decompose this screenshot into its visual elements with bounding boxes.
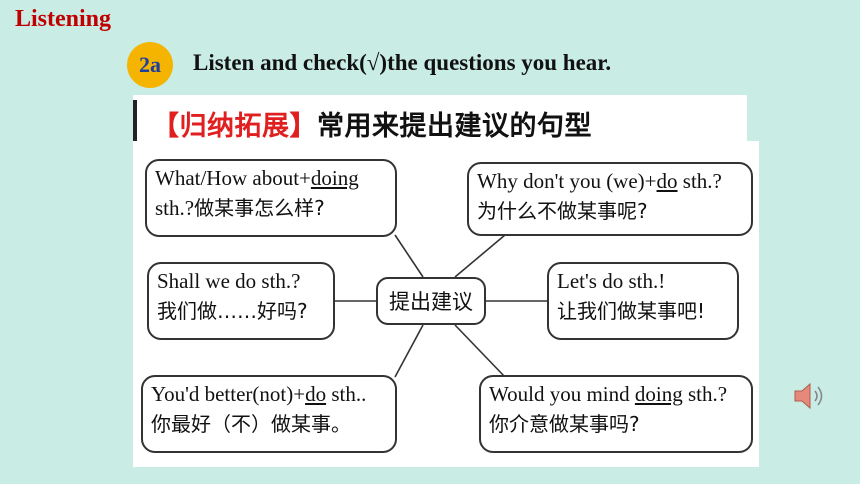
section-title: Listening <box>15 6 112 32</box>
node-text: sth.? <box>682 382 728 406</box>
node-had-better: You'd better(not)+do sth.. 你最好（不）做某事。 <box>141 375 397 453</box>
node-why-dont-you: Why don't you (we)+do sth.? 为什么不做某事呢? <box>467 162 753 236</box>
node-text: Why don't you (we)+ <box>477 169 657 193</box>
connector-lines <box>334 234 547 378</box>
heading-bracket-label: 【归纳拓展】 <box>152 111 317 142</box>
node-text: You'd better(not)+ <box>151 382 306 406</box>
node-what-how-about: What/How about+doing sth.?做某事怎么样? <box>145 159 397 237</box>
node-text: Shall we do sth.? <box>157 269 301 293</box>
heading-title: 【归纳拓展】常用来提出建议的句型 <box>152 104 592 143</box>
node-lets: Let's do sth.! 让我们做某事吧! <box>547 262 739 340</box>
node-text: What/How about+ <box>155 166 311 190</box>
speaker-icon[interactable] <box>792 380 828 412</box>
heading-main-text: 常用来提出建议的句型 <box>317 111 592 142</box>
node-text: sth.? <box>155 196 195 220</box>
activity-instruction: Listen and check(√)the questions you hea… <box>193 50 612 75</box>
mind-map-diagram: What/How about+doing sth.?做某事怎么样? Shall … <box>133 141 759 467</box>
node-text: Would you mind <box>489 382 635 406</box>
connector-top-right <box>454 234 506 278</box>
node-chinese: 为什么不做某事呢? <box>477 199 648 223</box>
connector-top-left <box>394 234 424 278</box>
node-chinese: 让我们做某事吧! <box>557 299 706 323</box>
node-chinese: 我们做……好吗? <box>157 299 308 323</box>
connector-bot-right <box>454 324 506 378</box>
node-chinese: 做某事怎么样? <box>194 196 325 220</box>
heading-strip <box>133 95 747 141</box>
heading-divider <box>133 100 137 141</box>
node-keyword: do <box>656 169 678 193</box>
node-text: Let's do sth.! <box>557 269 666 293</box>
node-keyword: do <box>305 382 327 406</box>
node-would-you-mind: Would you mind doing sth.? 你介意做某事吗? <box>479 375 753 453</box>
node-keyword: doing <box>634 382 683 406</box>
node-text: sth.? <box>677 169 722 193</box>
node-chinese: 你最好（不）做某事。 <box>151 412 351 436</box>
node-chinese: 你介意做某事吗? <box>489 412 640 436</box>
node-keyword: doing <box>310 166 359 190</box>
node-shall-we: Shall we do sth.? 我们做……好吗? <box>147 262 335 340</box>
center-node: 提出建议 <box>376 277 486 325</box>
connector-bot-left <box>394 324 424 378</box>
activity-badge: 2a <box>127 42 173 88</box>
node-text: sth.. <box>326 382 367 406</box>
